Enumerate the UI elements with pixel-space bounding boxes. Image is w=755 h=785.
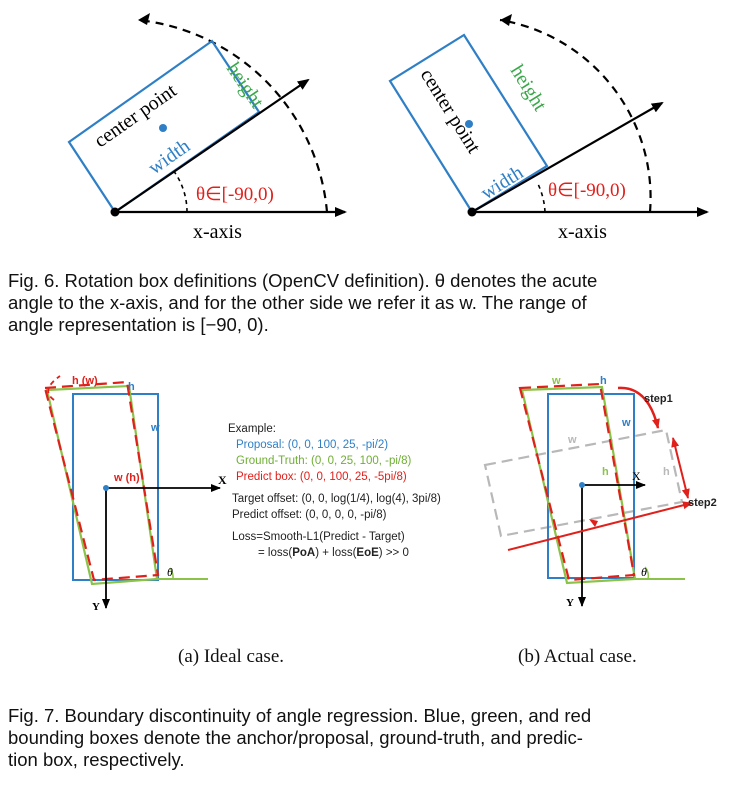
- top-label-h: h: [128, 381, 135, 393]
- fig6-caption-line-3: angle representation is [−90, 0).: [8, 314, 269, 335]
- y-label: Y: [566, 597, 574, 609]
- example-loss-line1: Loss=Smooth-L1(Predict - Target): [232, 531, 405, 543]
- fig6-caption: Fig. 6. Rotation box definitions (OpenCV…: [8, 270, 750, 336]
- fig7a-subcaption: (a) Ideal case.: [178, 646, 285, 667]
- center-point-dot: [159, 124, 167, 132]
- step2-arrow: [671, 437, 690, 499]
- width-label: width: [477, 161, 527, 204]
- top-label-w: w: [551, 375, 561, 387]
- x-label: X: [218, 473, 227, 487]
- predict-arc: [47, 375, 61, 401]
- small-arrowhead: [589, 519, 598, 527]
- fig7b-subcaption: (b) Actual case.: [518, 646, 637, 667]
- x-label: X: [632, 469, 641, 483]
- example-predict-offset: Predict offset: (0, 0, 0, 0, -pi/8): [232, 509, 387, 521]
- w-h-label: w (h): [113, 472, 140, 484]
- intermediate-box: [483, 428, 684, 538]
- fig6-caption-line-1: Fig. 6. Rotation box definitions (OpenCV…: [8, 270, 598, 291]
- top-label-hw: h (w): [72, 375, 98, 387]
- fig7-caption-line-3: tion box, respectively.: [8, 749, 185, 770]
- gray-h-label: h: [663, 466, 670, 478]
- width-direction-arrow: [114, 78, 310, 213]
- example-predict-box: Predict box: (0, 0, 100, 25, -5pi/8): [236, 471, 407, 483]
- theta-arc: [169, 567, 174, 580]
- angle-range-label: θ∈[-90,0): [548, 180, 626, 201]
- proposal-box: [547, 393, 635, 579]
- rotation-arc: [499, 18, 652, 213]
- height-label: height: [506, 61, 551, 115]
- theta-label: θ: [641, 565, 647, 579]
- center-point-dot: [465, 120, 473, 128]
- example-target-offset: Target offset: (0, 0, log(1/4), log(4), …: [232, 493, 441, 505]
- w-label: w: [621, 417, 631, 429]
- ground-truth-box: [45, 384, 159, 586]
- example-proposal: Proposal: (0, 0, 100, 25, -pi/2): [236, 439, 388, 451]
- height-label: height: [222, 58, 268, 112]
- width-label: width: [144, 135, 194, 179]
- origin-dot: [110, 207, 120, 217]
- fig6-caption-line-2: angle to the x-axis, and for the other s…: [8, 292, 587, 313]
- step1-arrow: [617, 386, 660, 429]
- x-axis-label: x-axis: [558, 221, 607, 243]
- fig7-caption: Fig. 7. Boundary discontinuity of angle …: [8, 705, 750, 771]
- green-h-label: h: [602, 466, 609, 478]
- fig6-left-diagram: center point width height θ∈[-90,0) x-ax…: [67, 13, 347, 243]
- theta-label: θ: [167, 565, 173, 579]
- x-axis-label: x-axis: [193, 221, 242, 243]
- predict-box: [518, 382, 636, 582]
- example-loss-line2: = loss(PoA) + loss(EoE) >> 0: [258, 547, 409, 559]
- arc-arrowhead: [138, 13, 150, 25]
- angle-arc: [536, 181, 546, 213]
- example-ground-truth: Ground-Truth: (0, 0, 25, 100, -pi/8): [236, 455, 412, 467]
- fig7-caption-line-1: Fig. 7. Boundary discontinuity of angle …: [8, 705, 592, 726]
- origin-dot: [467, 207, 477, 217]
- fig6-right-diagram: center point width height θ∈[-90,0) x-ax…: [388, 14, 709, 243]
- y-label: Y: [92, 601, 100, 613]
- top-label-h: h: [600, 375, 607, 387]
- rotation-direction-arrow: [507, 501, 693, 551]
- rotated-box: [388, 33, 549, 214]
- proposal-box: [72, 393, 159, 581]
- step2-label: step2: [688, 497, 717, 509]
- theta-arc: [644, 566, 650, 580]
- width-direction-arrow: [471, 102, 664, 213]
- rotation-arc: [137, 18, 329, 213]
- origin-dot: [579, 482, 585, 488]
- angle-arc: [172, 169, 188, 213]
- step1-label: step1: [644, 393, 673, 405]
- gray-w-label: w: [567, 434, 577, 446]
- center-point-label: center point: [416, 65, 485, 158]
- predict-box: [43, 380, 160, 582]
- origin-dot: [103, 485, 109, 491]
- fig7b-diagram: w h w w h h step1 step2 X Y θ: [483, 375, 717, 609]
- fig7a-diagram: h (w) h w w (h) X Y θ Example: Proposal:…: [43, 375, 441, 613]
- angle-range-label: θ∈[-90,0): [196, 184, 274, 205]
- arc-arrowhead: [500, 14, 512, 26]
- w-label: w: [150, 422, 160, 434]
- fig7-caption-line-2: bounding boxes denote the anchor/proposa…: [8, 727, 583, 748]
- example-title: Example:: [228, 423, 276, 435]
- center-point-label: center point: [90, 79, 181, 152]
